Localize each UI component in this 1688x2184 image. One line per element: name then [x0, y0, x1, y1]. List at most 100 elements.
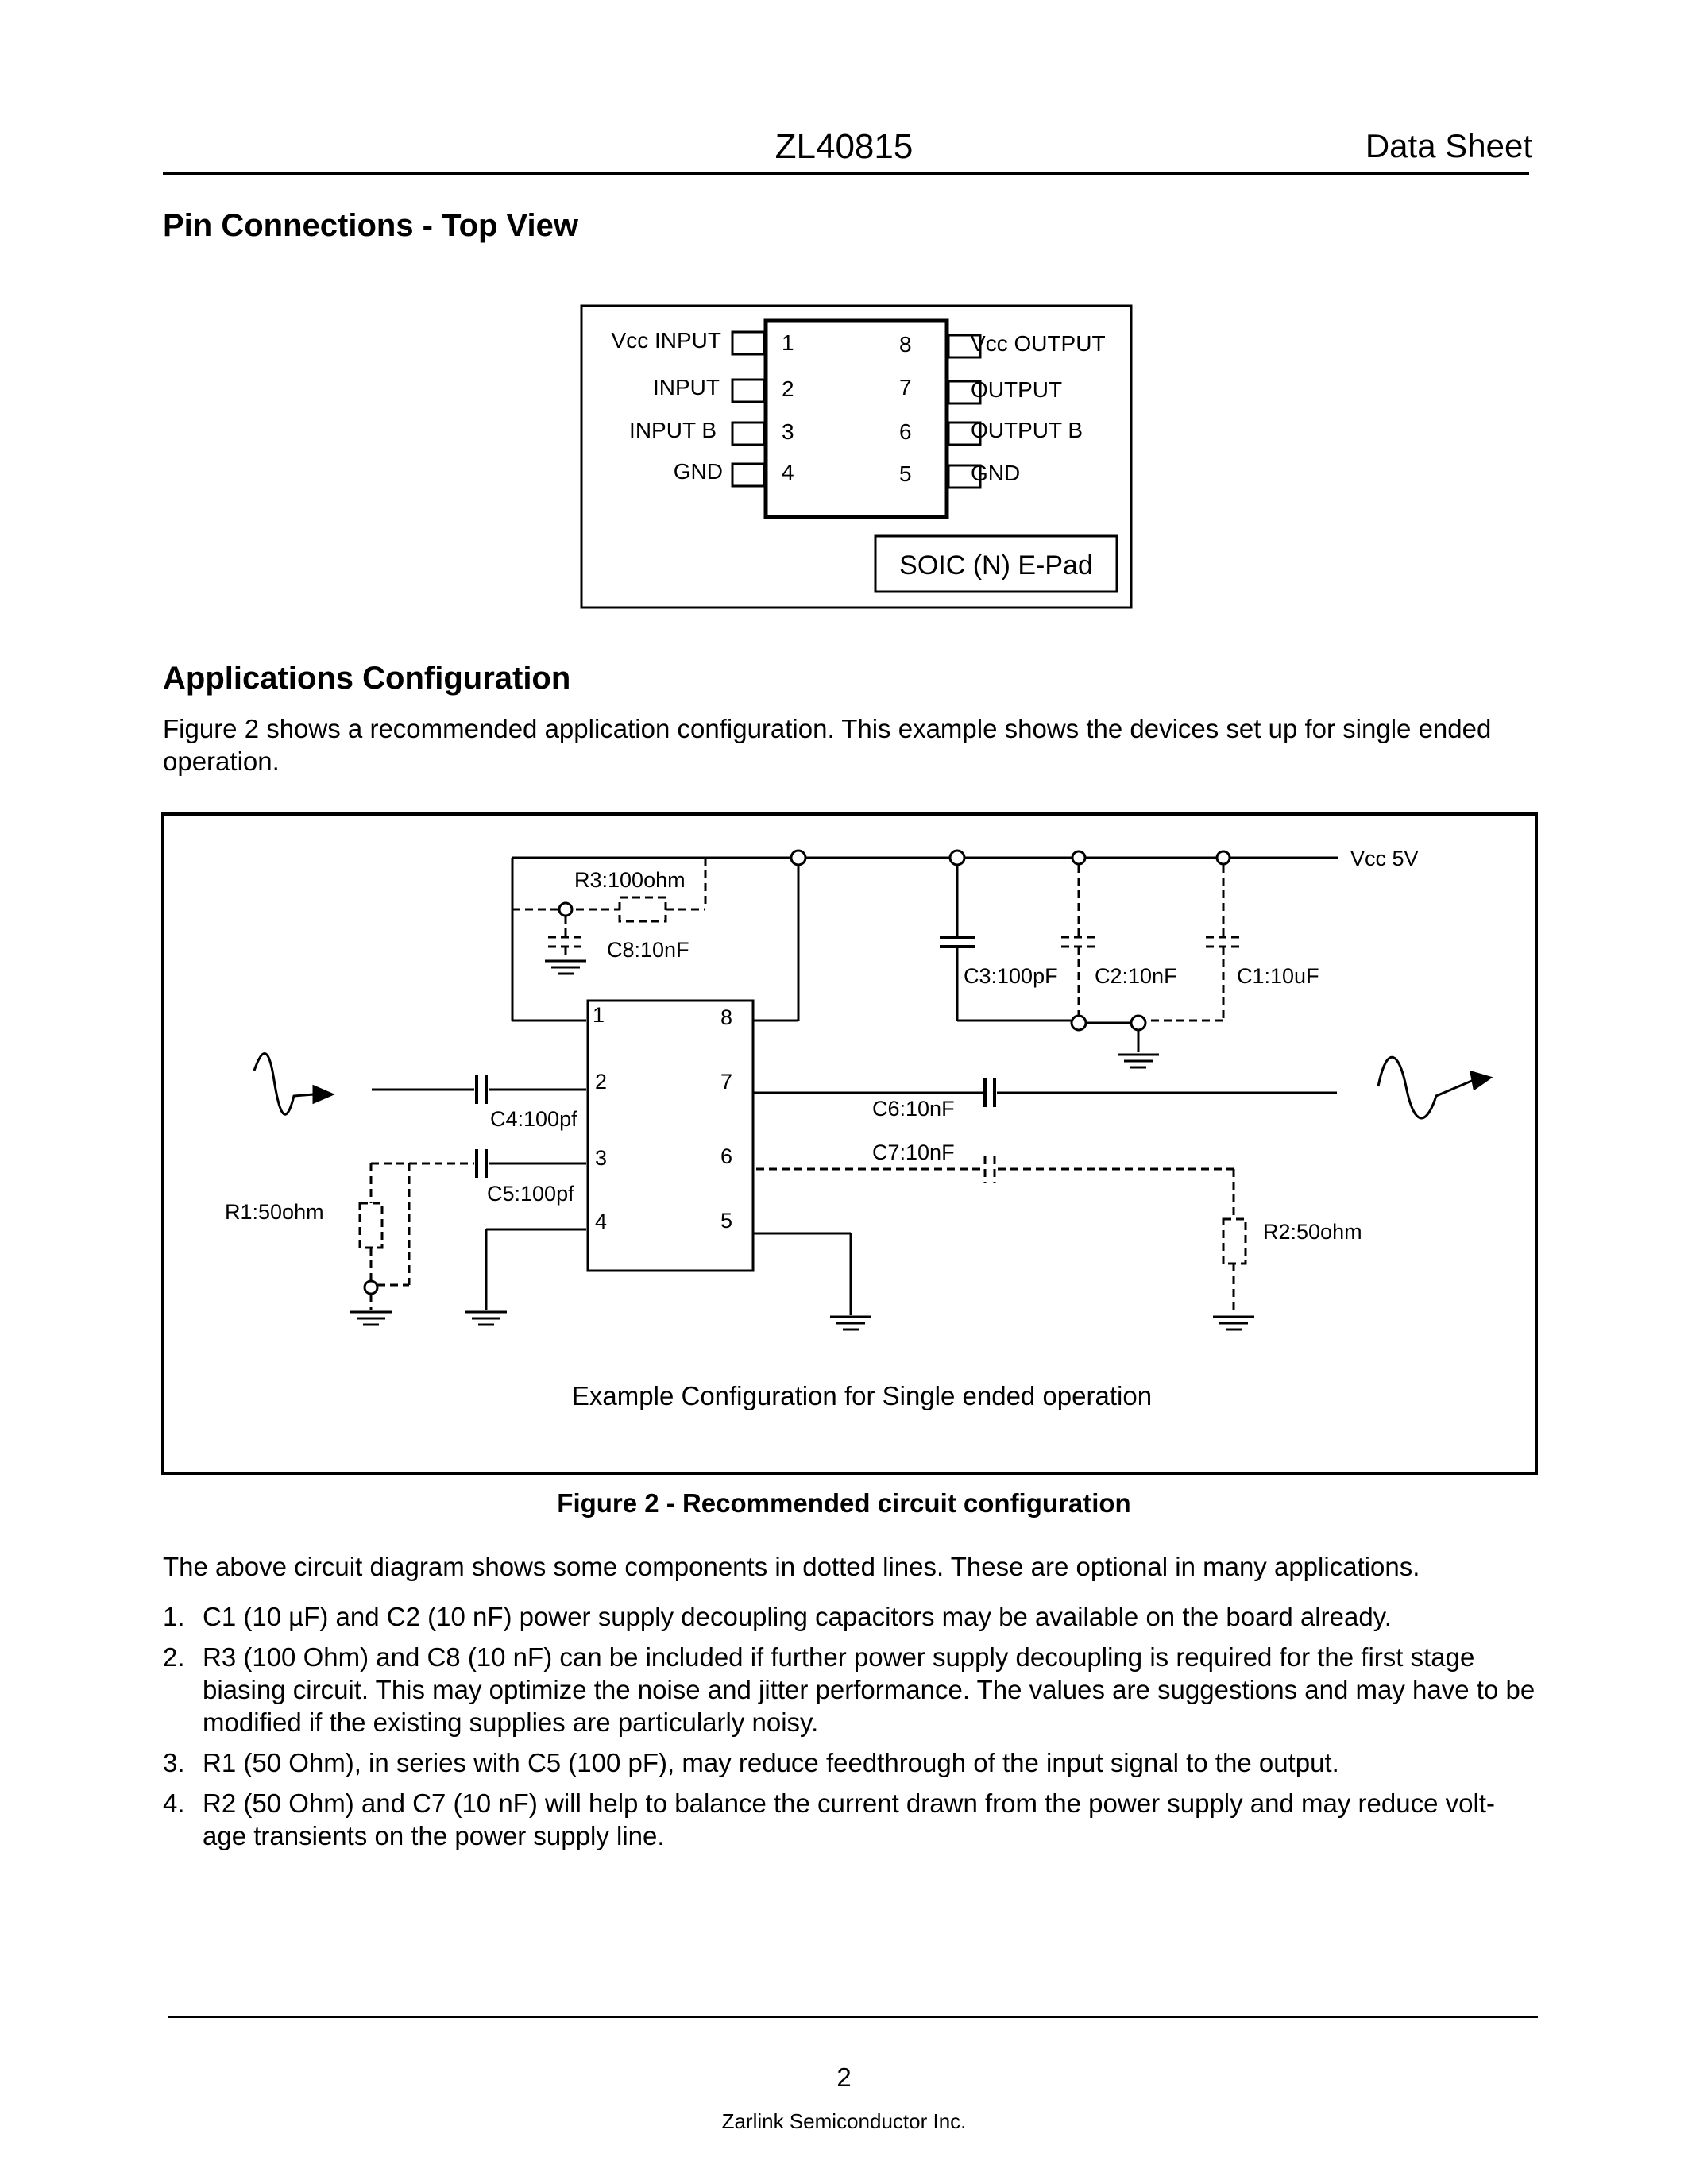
pinout-frame: [580, 304, 1133, 609]
pin-stub-7: [947, 380, 982, 405]
pin-stub-1: [731, 330, 766, 356]
list-item-number: 2.: [163, 1642, 185, 1672]
c1-label: C1:10uF: [1237, 964, 1319, 988]
c4-label: C4:100pf: [490, 1107, 577, 1131]
r3-c8-network: [512, 858, 707, 959]
output-waveform: [1377, 1055, 1474, 1120]
c6-label: C6:10nF: [872, 1097, 955, 1121]
pin-stub-8: [947, 334, 982, 359]
decoupling-node-ground: [1130, 1014, 1147, 1032]
pin-stub-5: [947, 464, 982, 489]
pin-number-7: 7: [899, 375, 912, 399]
pin-label-7: OUTPUT: [971, 377, 1062, 402]
chip-pin-1: 1: [593, 1003, 605, 1027]
pin-number-1: 1: [782, 330, 794, 355]
applications-intro: Figure 2 shows a recommended application…: [163, 714, 1492, 776]
r2-c7-network: [756, 1156, 1247, 1314]
document-type: Data Sheet: [1365, 127, 1532, 164]
pin-number-2: 2: [782, 376, 794, 401]
chip-body: [763, 318, 949, 519]
list-item-text: R2 (50 Ohm) and C7 (10 nF) will help to …: [203, 1788, 1495, 1850]
pin-label-2: INPUT: [653, 375, 720, 399]
c8-node: [558, 901, 574, 917]
pin-label-8: Vcc OUTPUT: [971, 331, 1106, 356]
decoupling-ground: [1116, 1053, 1161, 1069]
applications-heading: Applications Configuration: [163, 661, 571, 696]
company-name: Zarlink Semiconductor Inc.: [721, 2109, 967, 2133]
list-item: 4. R2 (50 Ohm) and C7 (10 nF) will help t…: [163, 1787, 1537, 1852]
pin-label-4: GND: [674, 459, 723, 484]
c8-label: C8:10nF: [607, 938, 689, 962]
pin-label-5: GND: [971, 461, 1020, 485]
pin-label-6: OUTPUT B: [971, 418, 1083, 442]
chip-pin-5: 5: [720, 1209, 732, 1233]
c1-branch: [1138, 865, 1241, 1022]
c7-label: C7:10nF: [872, 1140, 955, 1164]
body-text: The above circuit diagram shows some com…: [163, 1552, 1420, 1581]
pin-connections-heading: Pin Connections - Top View: [163, 208, 578, 243]
r2-ground: [1211, 1315, 1256, 1331]
input-waveform: [253, 1052, 315, 1116]
c2-label: C2:10nF: [1095, 964, 1177, 988]
pin-number-3: 3: [782, 419, 794, 444]
chip-pin-7: 7: [720, 1070, 732, 1094]
c3-node: [948, 849, 966, 866]
r1-node: [363, 1279, 379, 1295]
chip-pin-2: 2: [595, 1070, 607, 1094]
c5-label: C5:100pf: [487, 1182, 574, 1206]
list-item-number: 1.: [163, 1602, 185, 1631]
r1-ground: [349, 1310, 393, 1326]
chip-pin-3: 3: [595, 1146, 607, 1170]
pin4-ground: [464, 1310, 508, 1326]
vcc-node-pin8: [790, 849, 807, 866]
pin-number-6: 6: [899, 419, 912, 444]
r1-label: R1:50ohm: [225, 1200, 324, 1224]
package-label: SOIC (N) E-Pad: [899, 550, 1093, 581]
r1-network: [358, 1163, 411, 1310]
c8-ground: [543, 959, 588, 975]
footer-rule: [168, 2016, 1538, 2018]
page-number: 2: [836, 2062, 852, 2092]
pin5-ground: [829, 1315, 873, 1331]
list-item-text: R1 (50 Ohm), in series with C5 (100 pF),…: [203, 1748, 1339, 1777]
list-item-number: 3.: [163, 1748, 185, 1777]
figure-caption: Figure 2 - Recommended circuit configura…: [557, 1488, 1131, 1518]
pinout-diagram: Vcc INPUT INPUT INPUT B GND 1 2 3 4 8 7 …: [580, 304, 1133, 609]
pin-stub-4: [731, 462, 766, 488]
list-item: 1. C1 (10 µF) and C2 (10 nF) power supply…: [163, 1600, 1537, 1633]
list-item-text: C1 (10 µF) and C2 (10 nF) power supply d…: [203, 1602, 1392, 1631]
chip-pin-4: 4: [595, 1210, 607, 1233]
circuit-inner-caption: Example Configuration for Single ended o…: [572, 1381, 1152, 1410]
r2-label: R2:50ohm: [1263, 1220, 1362, 1244]
c1-node: [1215, 850, 1231, 866]
input-arrow: [312, 1084, 335, 1105]
pin-label-3: INPUT B: [629, 418, 717, 442]
list-item-text: R3 (100 Ohm) and C8 (10 nF) can be inclu…: [203, 1642, 1535, 1737]
chip-pin-8: 8: [720, 1005, 732, 1029]
list-item-number: 4.: [163, 1788, 185, 1818]
r3-label: R3:100ohm: [574, 868, 686, 892]
c2-branch: [1061, 865, 1096, 1017]
circuit-frame: [161, 812, 1538, 1475]
pin-number-8: 8: [899, 332, 912, 357]
c2-node: [1071, 850, 1087, 866]
pin-label-1: Vcc INPUT: [612, 328, 721, 353]
chip-pin-6: 6: [720, 1144, 732, 1168]
header-rule: [163, 172, 1529, 175]
output-arrow: [1470, 1070, 1493, 1091]
package-box: [874, 534, 1118, 593]
list-item: 3. R1 (50 Ohm), in series with C5 (100 pF…: [163, 1746, 1537, 1779]
vcc-label: Vcc 5V: [1350, 847, 1419, 870]
circuit-chip: [586, 999, 755, 1272]
pin-stub-6: [947, 421, 982, 446]
decoupling-node-left: [1070, 1014, 1087, 1032]
pin-stub-3: [731, 421, 766, 446]
notes-list: 1. C1 (10 µF) and C2 (10 nF) power supply…: [163, 1600, 1537, 1860]
circuit-diagram: Vcc 5V R3:100ohm C8:10nF C3:100pF C2:10n…: [161, 812, 1538, 1475]
pin-number-4: 4: [782, 460, 794, 484]
list-item: 2. R3 (100 Ohm) and C8 (10 nF) can be inc…: [163, 1641, 1537, 1738]
document-title: ZL40815: [774, 127, 914, 166]
pin-number-5: 5: [899, 461, 912, 486]
c3-label: C3:100pF: [964, 964, 1058, 988]
pin-stub-2: [731, 378, 766, 403]
